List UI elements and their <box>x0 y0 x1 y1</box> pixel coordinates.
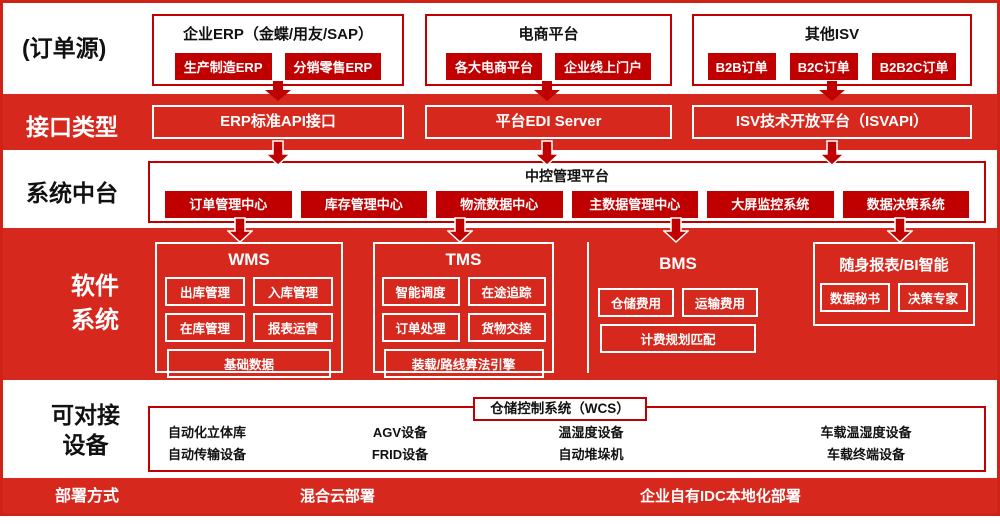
devices-label-line: 可对接 <box>51 402 120 428</box>
row-order-source: (订单源) 企业ERP（金蝶/用友/SAP） 生产制造ERP 分销零售ERP 电… <box>0 3 1000 94</box>
row-devices: 可对接 设备 仓储控制系统（WCS） 自动化立体库 自动传输设备 AGV设备 F… <box>0 380 1000 478</box>
software-label-line: 系统 <box>71 307 119 334</box>
down-arrow-icon <box>447 217 473 243</box>
order-source-label: (订单源) <box>22 35 107 61</box>
row-software-systems: 软件 系统 WMS 出库管理 入库管理 在库管理 报表运营 基础数据 TMS 智… <box>0 228 1000 380</box>
node-pill: 基础数据 <box>167 349 331 378</box>
node-pill: 决策专家 <box>898 283 968 312</box>
down-arrow-icon <box>663 217 689 243</box>
node-pill: 订单管理中心 <box>165 191 292 218</box>
down-arrow-icon <box>265 81 291 101</box>
node-pill: 各大电商平台 <box>445 53 542 80</box>
node-pill: 仓储费用 <box>598 288 674 317</box>
node-pill: 数据决策系统 <box>842 191 969 218</box>
device-column: 自动化立体库 自动传输设备 <box>142 422 272 466</box>
device-item: 自动堆垛机 <box>558 447 624 462</box>
node-pill: 主数据管理中心 <box>571 191 698 218</box>
section-title: WMS <box>228 250 270 269</box>
section-bms: BMS 仓储费用 运输费用 计费规划匹配 <box>587 242 767 373</box>
node-pill: B2C订单 <box>789 53 858 80</box>
section-tms: TMS 智能调度 在途追踪 订单处理 货物交接 装载/路线算法引擎 <box>373 242 554 378</box>
wcs-box: 仓储控制系统（WCS） <box>473 397 647 421</box>
deployment-item: 混合云部署 <box>300 488 376 505</box>
node-pill: 企业线上门户 <box>555 53 652 80</box>
row-deployment: 部署方式 混合云部署 企业自有IDC本地化部署 <box>0 478 1000 516</box>
node-pill: 物流数据中心 <box>436 191 563 218</box>
section-title: TMS <box>445 250 482 269</box>
deployment-label: 部署方式 <box>55 488 120 505</box>
central-control-platform: 中控管理平台 订单管理中心 库存管理中心 物流数据中心 主数据管理中心 大屏监控… <box>148 161 986 223</box>
platform-title: 中控管理平台 <box>525 168 609 184</box>
row-interface-type: 接口类型 ERP标准API接口 平台EDI Server ISV技术开放平台（I… <box>0 94 1000 150</box>
source-group-erp: 企业ERP（金蝶/用友/SAP） 生产制造ERP 分销零售ERP <box>152 14 404 86</box>
device-item: 车载终端设备 <box>826 447 905 462</box>
node-pill: 运输费用 <box>682 288 758 317</box>
device-column: AGV设备 FRID设备 <box>335 422 465 466</box>
device-column: 温湿度设备 自动堆垛机 <box>526 422 656 466</box>
section-wms: WMS 出库管理 入库管理 在库管理 报表运营 基础数据 <box>155 242 343 378</box>
source-group-title: 企业ERP（金蝶/用友/SAP） <box>182 26 374 43</box>
software-systems-label: 软件 系统 <box>40 270 150 338</box>
devices-label: 可对接 设备 <box>28 400 143 460</box>
software-label-line: 软件 <box>71 273 119 300</box>
source-group-ecommerce: 电商平台 各大电商平台 企业线上门户 <box>425 14 672 86</box>
device-item: 温湿度设备 <box>558 425 624 440</box>
node-pill: 分销零售ERP <box>284 53 382 80</box>
node-pill: 数据秘书 <box>820 283 890 312</box>
device-item: 自动传输设备 <box>167 447 246 462</box>
system-middle-label: 系统中台 <box>26 180 118 206</box>
down-arrow-icon <box>534 81 560 101</box>
down-arrow-icon <box>265 140 291 166</box>
node-pill: 库存管理中心 <box>300 191 427 218</box>
device-column: 车载温湿度设备 车载终端设备 <box>801 422 931 466</box>
interface-node: ISV技术开放平台（ISVAPI） <box>692 105 972 139</box>
source-group-isv: 其他ISV B2B订单 B2C订单 B2B2C订单 <box>692 14 972 86</box>
devices-label-line: 设备 <box>62 432 109 458</box>
source-group-title: 其他ISV <box>804 26 860 43</box>
node-pill: 计费规划匹配 <box>600 324 756 353</box>
section-title: 随身报表/BI智能 <box>839 257 949 274</box>
node-pill: 在库管理 <box>165 313 245 342</box>
node-pill: 生产制造ERP <box>174 53 272 80</box>
deployment-item: 企业自有IDC本地化部署 <box>640 488 801 505</box>
node-pill: 报表运营 <box>253 313 333 342</box>
section-bi: 随身报表/BI智能 数据秘书 决策专家 <box>813 242 975 326</box>
device-item: 自动化立体库 <box>167 425 246 440</box>
node-pill: 订单处理 <box>381 313 460 342</box>
node-pill: 大屏监控系统 <box>707 191 834 218</box>
section-title: BMS <box>659 254 697 273</box>
node-pill: 智能调度 <box>381 277 460 306</box>
device-item: AGV设备 <box>372 425 428 440</box>
down-arrow-icon <box>534 140 560 166</box>
device-item: 车载温湿度设备 <box>820 425 912 440</box>
node-pill: 装载/路线算法引擎 <box>383 349 544 378</box>
source-group-title: 电商平台 <box>518 26 579 43</box>
node-pill: B2B订单 <box>707 53 776 80</box>
down-arrow-icon <box>227 217 253 243</box>
interface-node: 平台EDI Server <box>425 105 672 139</box>
device-item: FRID设备 <box>371 447 429 462</box>
node-pill: 入库管理 <box>253 277 333 306</box>
node-pill: 货物交接 <box>467 313 546 342</box>
down-arrow-icon <box>819 81 845 101</box>
node-pill: 出库管理 <box>165 277 245 306</box>
row-system-middle: 系统中台 中控管理平台 订单管理中心 库存管理中心 物流数据中心 主数据管理中心… <box>0 150 1000 228</box>
down-arrow-icon <box>887 217 913 243</box>
node-pill: B2B2C订单 <box>871 53 957 80</box>
interface-type-label: 接口类型 <box>26 114 118 140</box>
interface-node: ERP标准API接口 <box>152 105 404 139</box>
down-arrow-icon <box>819 140 845 166</box>
node-pill: 在途追踪 <box>467 277 546 306</box>
